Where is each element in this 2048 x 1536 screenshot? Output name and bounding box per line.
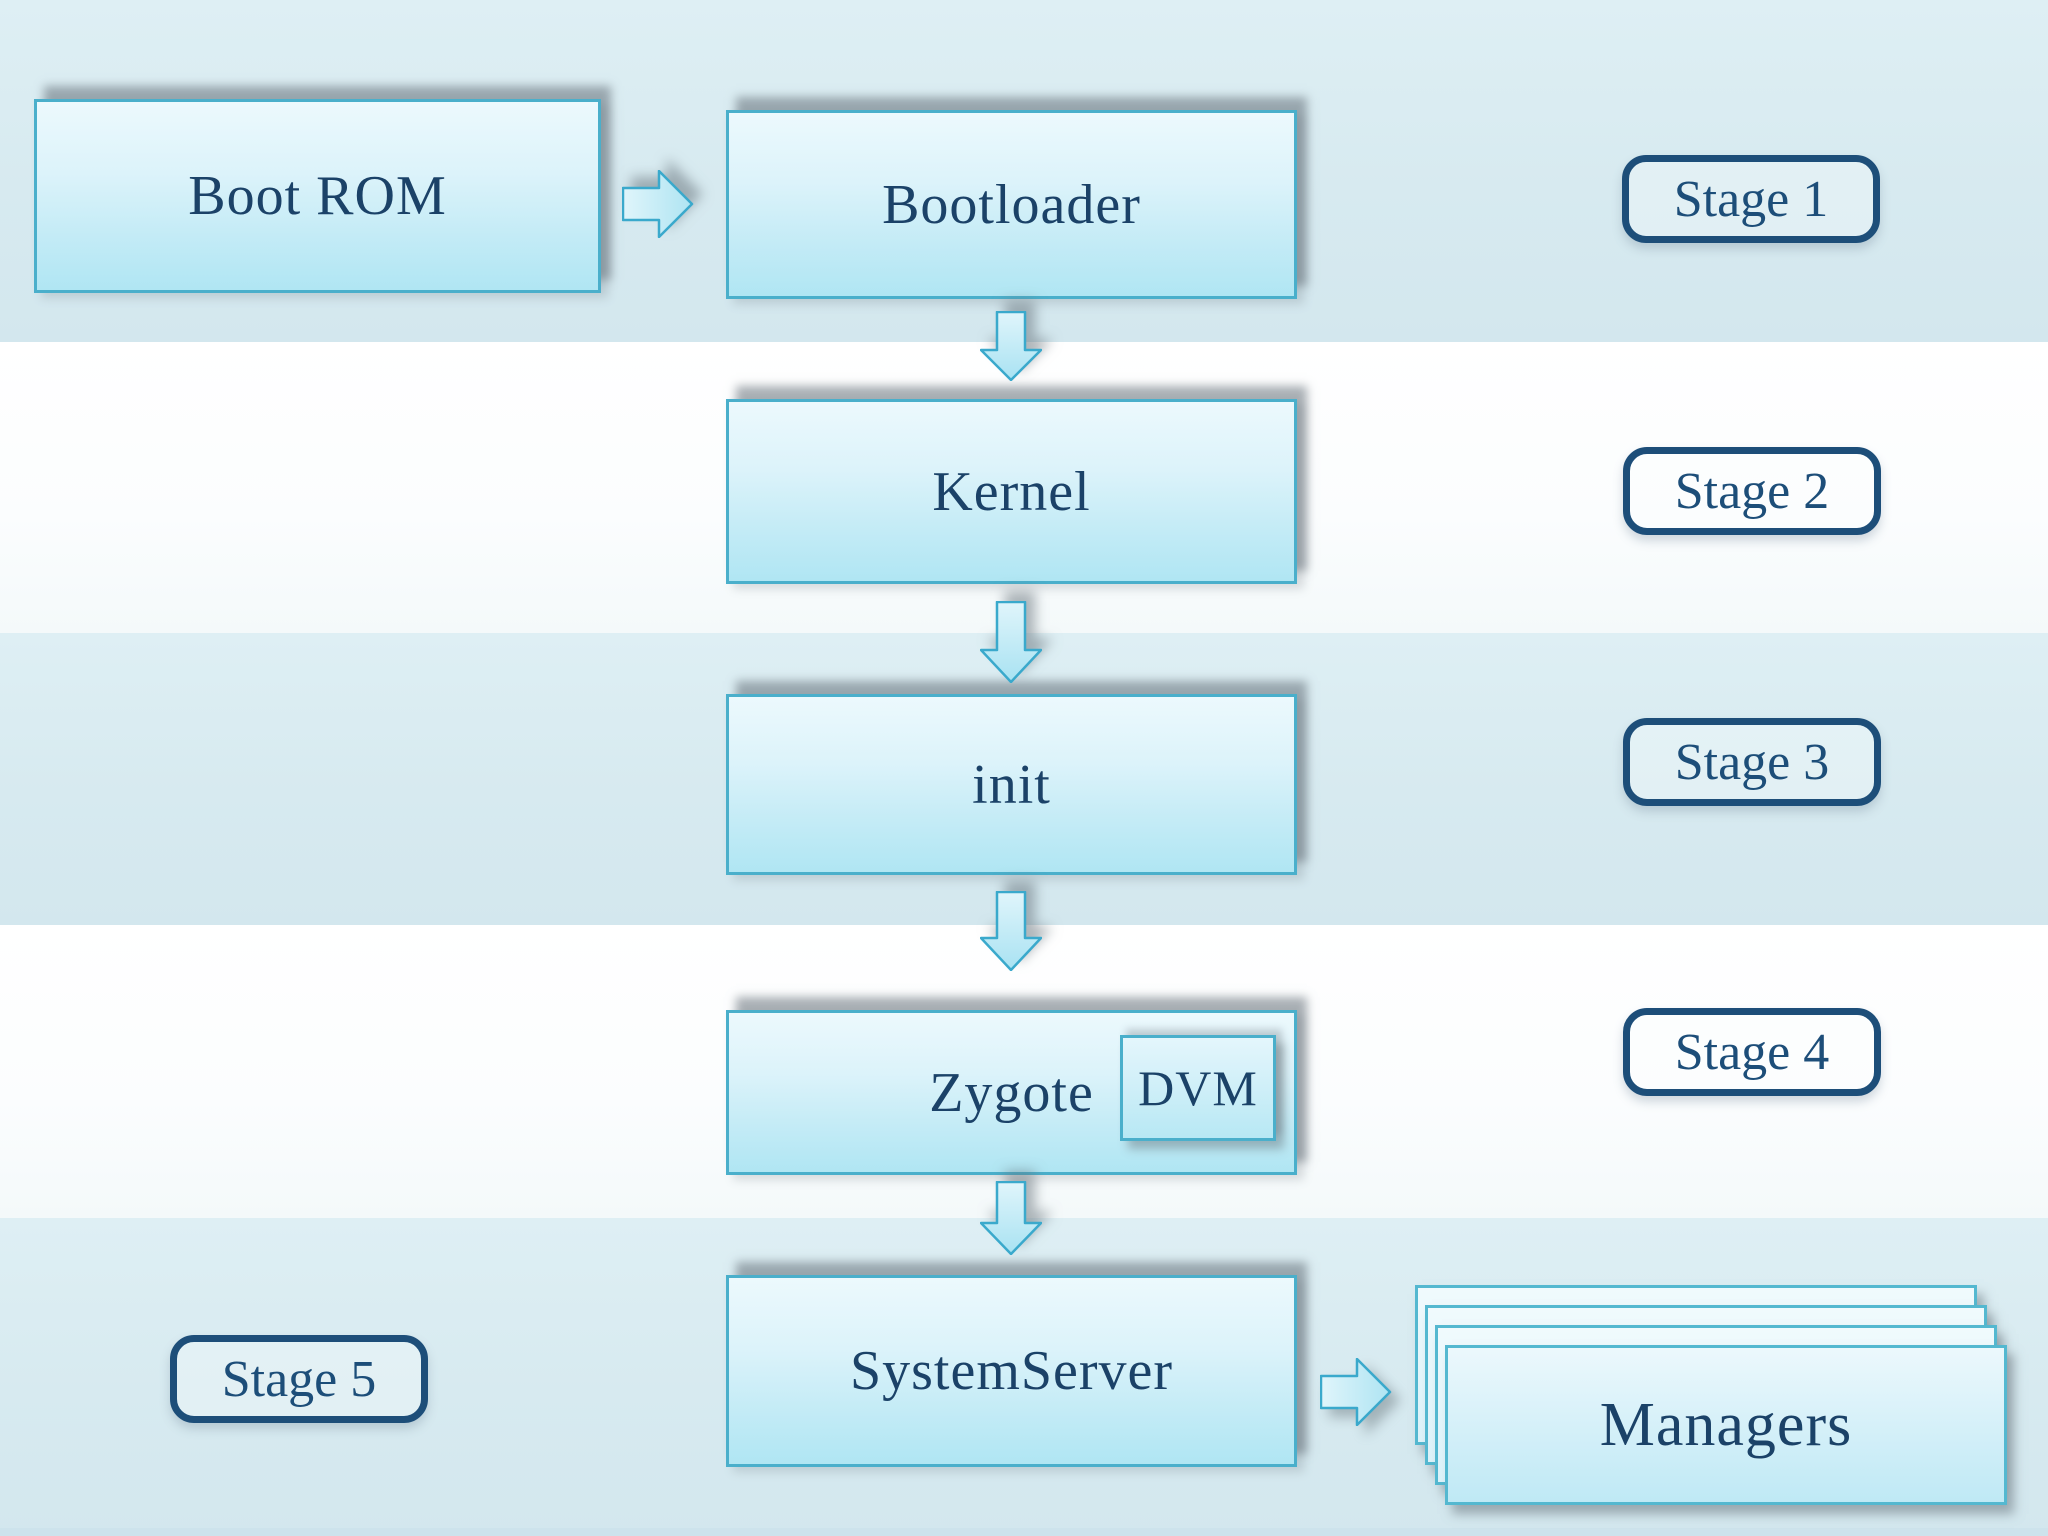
node-boot-rom: Boot ROM xyxy=(34,99,601,293)
node-managers: Managers xyxy=(1445,1345,2007,1505)
stage-badge-label: Stage 5 xyxy=(221,1350,377,1408)
arrow-down-icon xyxy=(980,891,1042,971)
node-label: DVM xyxy=(1138,1060,1258,1116)
node-label: Managers xyxy=(1599,1390,1853,1459)
node-label: Bootloader xyxy=(882,173,1141,236)
node-label: Kernel xyxy=(932,460,1091,523)
stage-badge-5: Stage 5 xyxy=(170,1335,428,1423)
stage-badge-label: Stage 3 xyxy=(1674,733,1830,791)
node-system-server: SystemServer xyxy=(726,1275,1297,1467)
node-dvm: DVM xyxy=(1120,1035,1276,1141)
stage-badge-4: Stage 4 xyxy=(1623,1008,1881,1096)
node-zygote: Zygote DVM xyxy=(726,1010,1297,1175)
stage-badge-3: Stage 3 xyxy=(1623,718,1881,806)
node-init: init xyxy=(726,694,1297,875)
arrow-down-icon xyxy=(980,311,1042,381)
stage-badge-label: Stage 1 xyxy=(1673,170,1829,228)
node-label: SystemServer xyxy=(849,1340,1174,1402)
node-bootloader: Bootloader xyxy=(726,110,1297,299)
arrow-right-icon xyxy=(1320,1358,1392,1426)
node-label: Boot ROM xyxy=(188,165,447,227)
node-label: init xyxy=(972,753,1051,816)
node-label: Zygote xyxy=(929,1061,1094,1124)
arrow-right-icon xyxy=(622,170,694,238)
bottom-edge-strip xyxy=(0,1528,2048,1536)
stage-badge-2: Stage 2 xyxy=(1623,447,1881,535)
arrow-down-icon xyxy=(980,601,1042,683)
arrow-down-icon xyxy=(980,1181,1042,1255)
node-kernel: Kernel xyxy=(726,399,1297,584)
stage-badge-label: Stage 2 xyxy=(1674,462,1830,520)
stage-badge-1: Stage 1 xyxy=(1622,155,1880,243)
stage-badge-label: Stage 4 xyxy=(1674,1023,1830,1081)
